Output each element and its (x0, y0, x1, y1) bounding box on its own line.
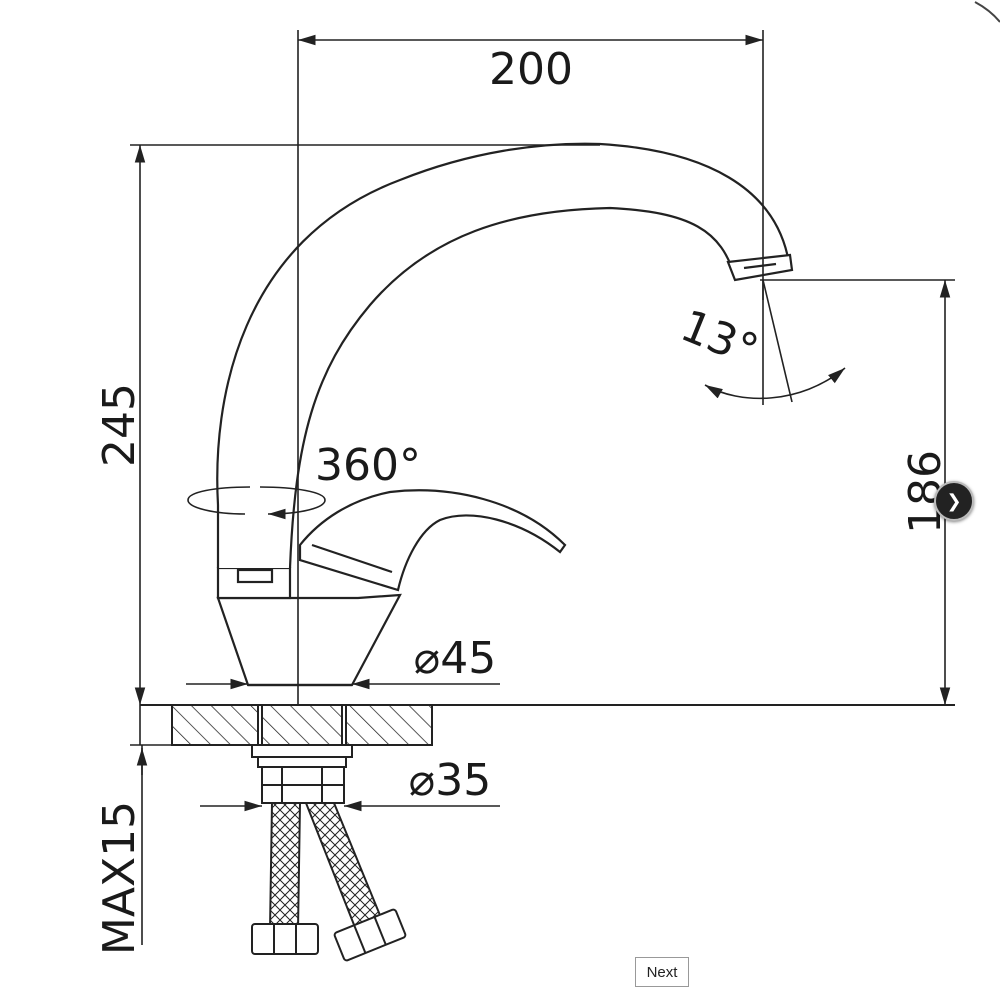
next-button[interactable]: Next (635, 957, 689, 987)
next-image-arrow-button[interactable]: ❯ (934, 481, 974, 521)
shank-diameter-label: ⌀35 (409, 755, 491, 806)
hose-nut-left (251, 923, 319, 955)
reach-dimension-label: 200 (489, 44, 573, 95)
swivel-angle-label: 360° (315, 440, 421, 491)
total-height-dimension-label: 245 (94, 383, 145, 467)
supply-hoses (251, 802, 407, 962)
max-thickness-label: MAX15 (94, 801, 145, 955)
corner-arc (974, 1, 1000, 23)
dimension-lines (130, 30, 955, 945)
base-diameter-label: ⌀45 (414, 633, 496, 684)
countertop-section (140, 704, 955, 746)
hose-nut-right (333, 908, 407, 962)
shank-assembly (251, 744, 353, 804)
faucet-body (216, 142, 794, 687)
chevron-right-icon: ❯ (946, 490, 962, 512)
outlet-angle-label: 13° (674, 300, 765, 377)
